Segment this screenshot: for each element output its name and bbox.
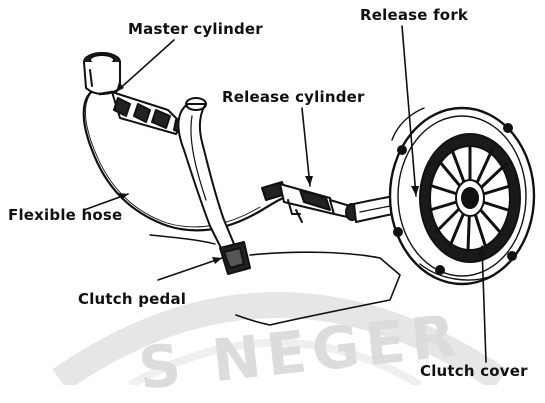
label-release-fork: Release fork (360, 8, 468, 23)
pedal-arm (178, 98, 234, 250)
leader-release-cylinder (302, 108, 310, 186)
clutch-hydraulic-diagram: S NEGER (0, 0, 545, 385)
label-release-cylinder: Release cylinder (222, 90, 365, 105)
label-flexible-hose: Flexible hose (8, 208, 122, 223)
floor-outline (236, 252, 400, 325)
label-clutch-pedal: Clutch pedal (78, 292, 186, 307)
label-master-cylinder: Master cylinder (128, 22, 263, 37)
clutch-pedal-pad (220, 242, 250, 274)
master-cylinder-body (84, 53, 190, 134)
leader-master-cylinder (116, 40, 174, 92)
label-clutch-cover: Clutch cover (420, 364, 528, 379)
leader-clutch-pedal (158, 258, 222, 280)
clutch-illustration (0, 0, 545, 385)
